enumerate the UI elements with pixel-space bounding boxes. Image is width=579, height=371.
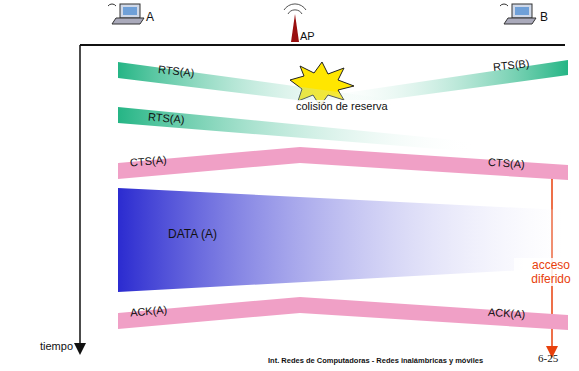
axis-label: tiempo [40,340,73,352]
top-line [80,44,565,46]
ap-name: AP [300,30,315,42]
ack-band: ACK(A)ACK(A) [118,295,568,333]
station-name: B [540,10,548,24]
time-axis [79,45,81,352]
laptop-a [108,4,144,24]
footer-course: Int. Redes de Computadoras - Redes inalá… [268,356,483,365]
page-number: 6-25 [538,352,558,364]
collision-note: colisión de reserva [294,100,390,112]
band-label: ACK(A) [488,306,526,322]
band-label: CTS(A) [488,156,525,172]
data-band: DATA (A) [118,188,563,292]
band-label: DATA (A) [168,228,217,241]
station-name: A [146,10,154,24]
cts-band: CTS(A)CTS(A) [118,145,568,183]
deferred-note: acceso diferido [514,258,579,286]
laptop-b [500,4,536,24]
